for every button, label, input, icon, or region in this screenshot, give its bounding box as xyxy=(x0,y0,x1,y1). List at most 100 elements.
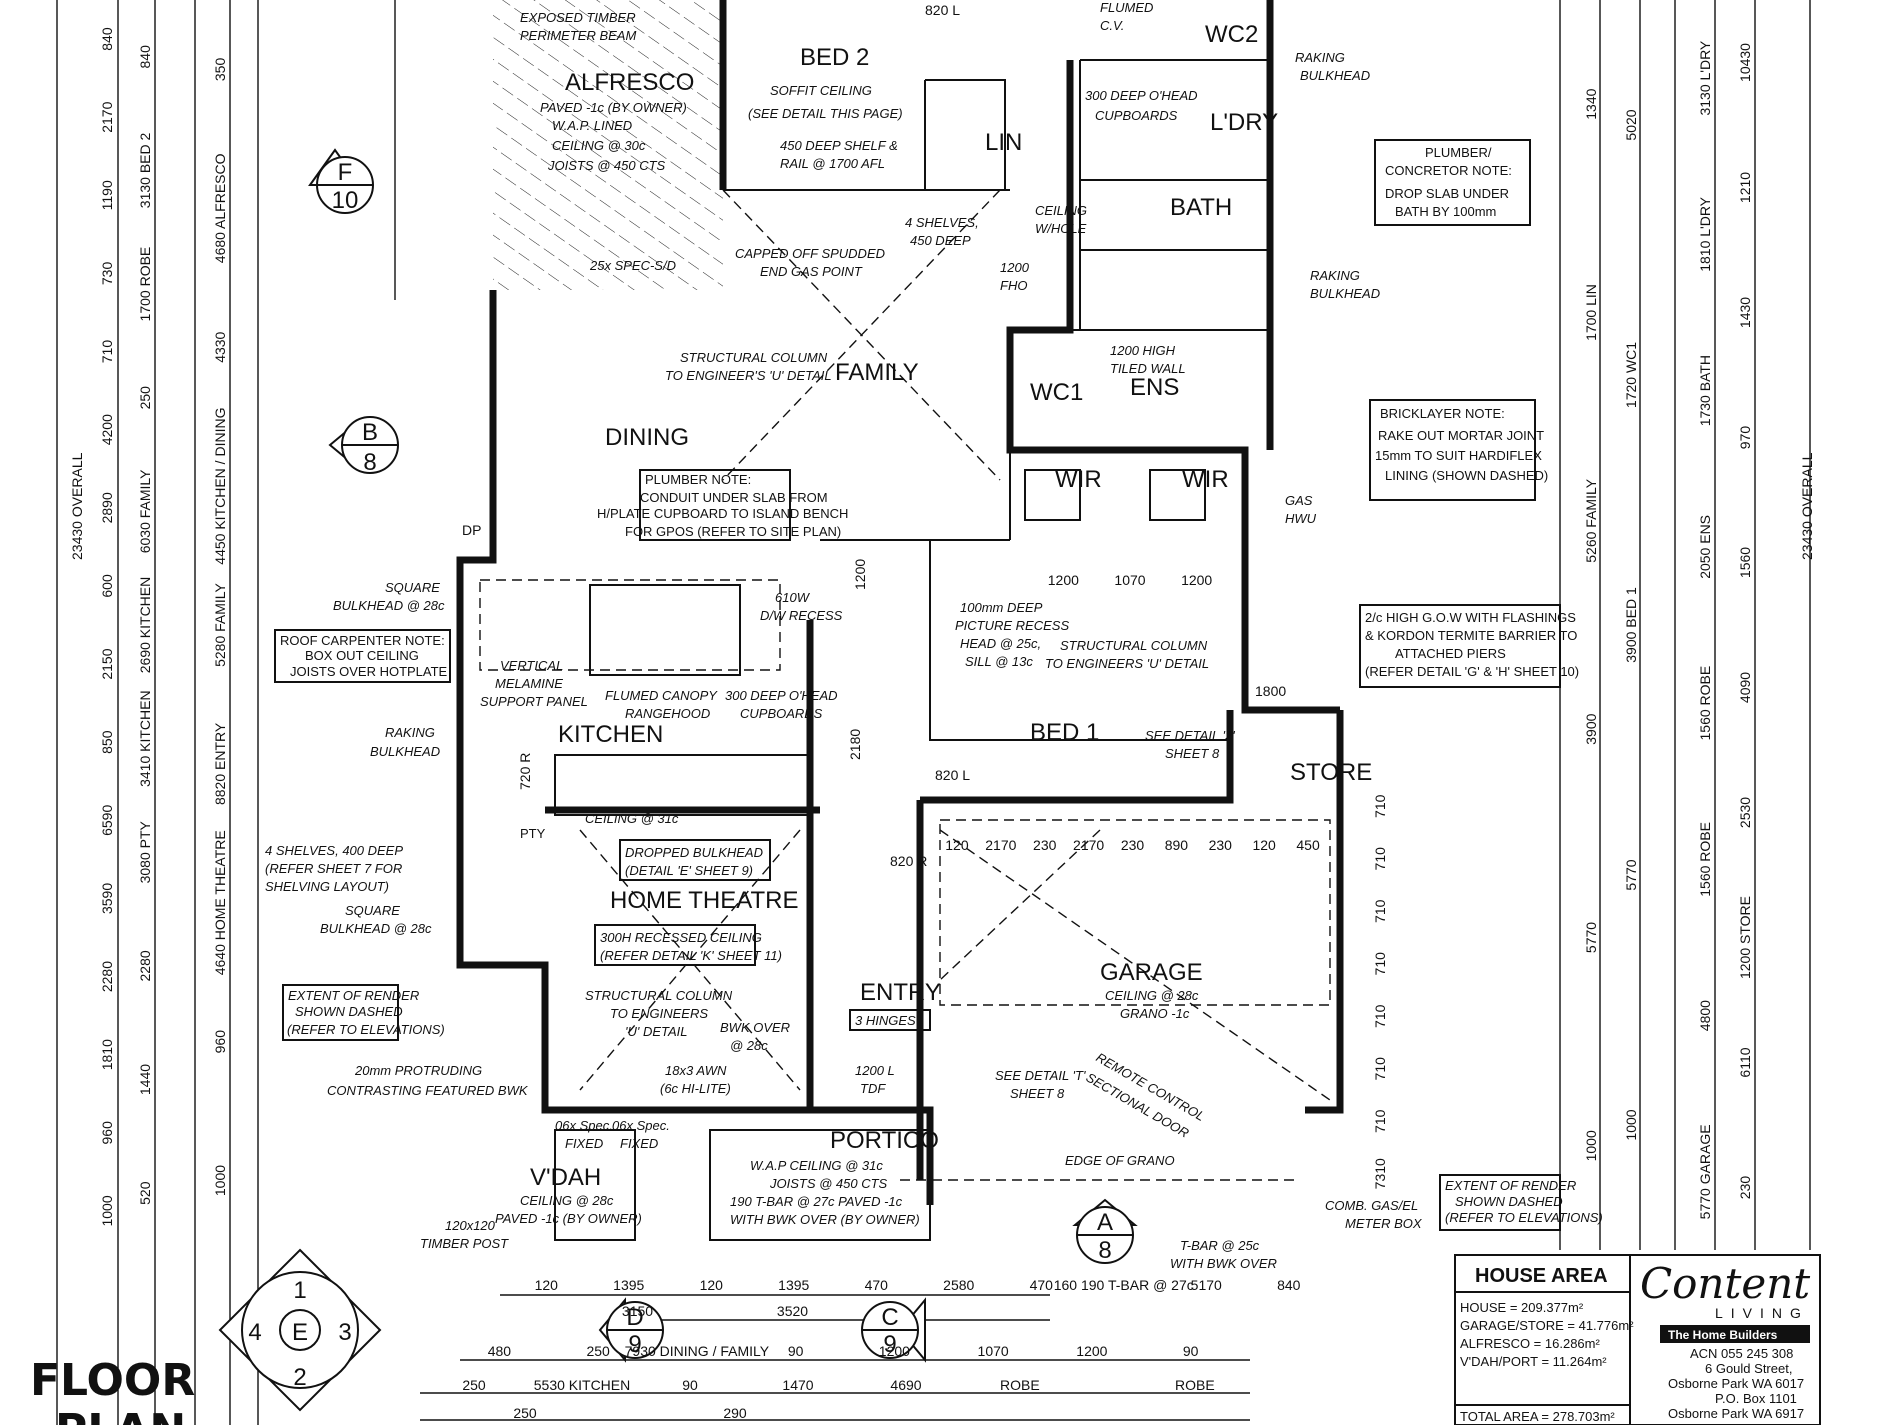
dimension-value: 3590 xyxy=(99,883,115,914)
note-perimeter-beam: PERIMETER BEAM xyxy=(520,28,636,43)
note-to-engineers: TO ENGINEERS xyxy=(610,1006,708,1021)
note-timber-post2: TIMBER POST xyxy=(420,1236,509,1251)
note-fixed1: FIXED xyxy=(565,1136,603,1151)
note-protruding: 20mm PROTRUDING xyxy=(354,1063,482,1078)
dimension-value: 4690 xyxy=(890,1377,921,1393)
dimension-value: 90 xyxy=(788,1343,804,1359)
dim-820-2: 820 L xyxy=(935,767,970,783)
dim-1800: 1800 xyxy=(1255,683,1286,699)
room-store: STORE xyxy=(1290,759,1372,786)
dimension-value: 90 xyxy=(1183,1343,1199,1359)
dim-2180: 2180 xyxy=(847,729,863,760)
dimension-value: 1200 STORE xyxy=(1737,896,1753,979)
marker-c-letter: C xyxy=(881,1304,898,1331)
dimension-value: 890 xyxy=(1165,837,1189,853)
compass-n2: 2 xyxy=(293,1364,306,1391)
dimension-value: 1000 xyxy=(1583,1130,1599,1161)
dimension-value: 5020 xyxy=(1623,109,1639,140)
dimension-value: 710 xyxy=(99,340,115,364)
dimension-value: 450 xyxy=(1296,837,1320,853)
dimension-value: 470 xyxy=(1030,1277,1054,1293)
roof-carpenter-1: BOX OUT CEILING xyxy=(305,648,419,663)
note-capped-gas: CAPPED OFF SPUDDED xyxy=(735,246,885,261)
dimension-value: 120 xyxy=(535,1277,559,1293)
note-extent-render2: EXTENT OF RENDER xyxy=(1445,1178,1576,1193)
plumber-note-1: CONDUIT UNDER SLAB FROM xyxy=(640,490,828,505)
dimension-value: 8820 ENTRY xyxy=(212,722,228,805)
note-tdf2: TDF xyxy=(860,1081,886,1096)
note-exposed-timber: EXPOSED TIMBER xyxy=(520,10,636,25)
room-ens: ENS xyxy=(1130,374,1179,401)
room-kitchen: KITCHEN xyxy=(558,721,663,748)
note-at-28c: @ 28c xyxy=(730,1038,768,1053)
note-see-detail-t: SEE DETAIL 'T' xyxy=(995,1068,1086,1083)
dimension-value: 5280 FAMILY xyxy=(212,582,228,666)
dimension-value: 3130 BED 2 xyxy=(137,132,153,208)
marker-a-letter: A xyxy=(1097,1209,1113,1236)
dimension-value: 1200 xyxy=(1076,1343,1107,1359)
dimension-value: 1395 xyxy=(778,1277,809,1293)
dim-left-overall: 23430 OVERALL xyxy=(69,452,85,560)
section-marker-d: D 9 xyxy=(598,1297,664,1363)
bricklayer-1: RAKE OUT MORTAR JOINT xyxy=(1378,428,1544,443)
brand-sub: LIVING xyxy=(1715,1305,1809,1321)
room-labels: ALFRESCO BED 2 LIN FAMILY DINING KITCHEN… xyxy=(520,21,1372,1191)
compass-n1: 1 xyxy=(293,1277,306,1304)
dimension-value: 90 xyxy=(682,1377,698,1393)
marker-f-letter: F xyxy=(338,159,353,186)
note-with-bwk: WITH BWK OVER xyxy=(1170,1256,1277,1271)
note-struct-col-bed1: STRUCTURAL COLUMN xyxy=(1060,638,1208,653)
dimension-value: 1810 xyxy=(99,1039,115,1070)
dimension-value: 160 190 T-BAR @ 27c xyxy=(1054,1277,1194,1293)
dimension-value: 5170 xyxy=(1191,1277,1222,1293)
marker-d-letter: D xyxy=(626,1304,643,1331)
dimension-value: 1200 xyxy=(1048,572,1079,588)
room-bed1: BED 1 xyxy=(1030,719,1099,746)
note-four-shelves-400: 4 SHELVES, 400 DEEP xyxy=(265,843,403,858)
dimension-value: 230 xyxy=(1737,1176,1753,1200)
dimension-value: 3520 xyxy=(777,1303,808,1319)
note-see-detail2: SEE DETAIL '2' xyxy=(1145,728,1235,743)
gow-3: ATTACHED PIERS xyxy=(1395,646,1506,661)
dimension-value: 10430 xyxy=(1737,43,1753,82)
note-picture-recess: 100mm DEEP xyxy=(960,600,1043,615)
brand-name: Content xyxy=(1640,1259,1810,1308)
note-alfresco-paved: PAVED -1c (BY OWNER) xyxy=(540,100,687,115)
note-rail: RAIL @ 1700 AFL xyxy=(780,156,885,171)
dimension-value: 1560 xyxy=(1737,547,1753,578)
brand-acn: ACN 055 245 308 xyxy=(1690,1346,1793,1361)
note-dw-recess: 610W xyxy=(775,590,811,605)
dimension-value: 710 xyxy=(1372,899,1388,923)
note-spec-fixed1: 06x Spec. xyxy=(555,1118,613,1133)
room-wir-2: WIR xyxy=(1182,466,1229,493)
dimension-value: 2280 xyxy=(99,961,115,992)
dimension-value: 710 xyxy=(1372,952,1388,976)
room-vdah: V'DAH xyxy=(530,1164,601,1191)
note-bulkhead3: BULKHEAD xyxy=(1310,286,1380,301)
dimension-value: 6110 xyxy=(1737,1047,1753,1077)
note-vdah-ceiling: CEILING @ 28c xyxy=(520,1193,614,1208)
note-portico-joists: JOISTS @ 450 CTS xyxy=(769,1176,888,1191)
plumber-note-title: PLUMBER NOTE: xyxy=(645,472,751,487)
roof-carpenter-2: JOISTS OVER HOTPLATE xyxy=(290,664,448,679)
room-family: FAMILY xyxy=(835,359,919,386)
note-shown-dashed2: SHOWN DASHED xyxy=(1455,1194,1563,1209)
note-edge-grano: EDGE OF GRANO xyxy=(1065,1153,1175,1168)
dimension-value: 840 xyxy=(1277,1277,1301,1293)
dimension-value: 3900 xyxy=(1583,713,1599,744)
room-wir-1: WIR xyxy=(1055,466,1102,493)
dimension-value: 7310 xyxy=(1372,1158,1388,1189)
note-picture-recess2: PICTURE RECESS xyxy=(955,618,1069,633)
marker-c-num: 9 xyxy=(883,1331,896,1358)
note-four-shelves: 4 SHELVES, xyxy=(905,215,979,230)
note-cupboards2: CUPBOARDS xyxy=(1095,108,1178,123)
bottom-dimension-lines xyxy=(420,1294,1250,1421)
